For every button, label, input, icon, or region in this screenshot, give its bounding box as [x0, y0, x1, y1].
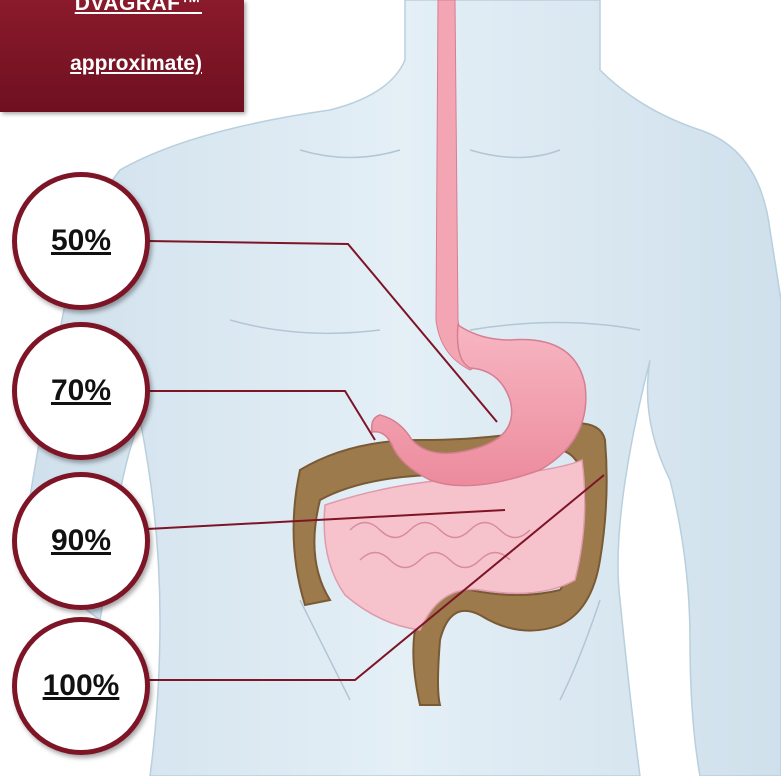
badge-label-duodenum: 70%: [51, 374, 111, 408]
title-line-2: approximate): [70, 52, 202, 76]
badge-duodenum: 70%: [12, 322, 150, 460]
badge-colon: 100%: [12, 617, 150, 755]
title-banner: DVAGRAF™ approximate): [0, 0, 244, 112]
badge-stomach: 50%: [12, 172, 150, 310]
badge-small-intestine: 90%: [12, 472, 150, 610]
title-line-1: DVAGRAF™: [75, 0, 202, 16]
badge-label-colon: 100%: [43, 669, 120, 703]
badge-label-small-intestine: 90%: [51, 524, 111, 558]
badge-label-stomach: 50%: [51, 224, 111, 258]
